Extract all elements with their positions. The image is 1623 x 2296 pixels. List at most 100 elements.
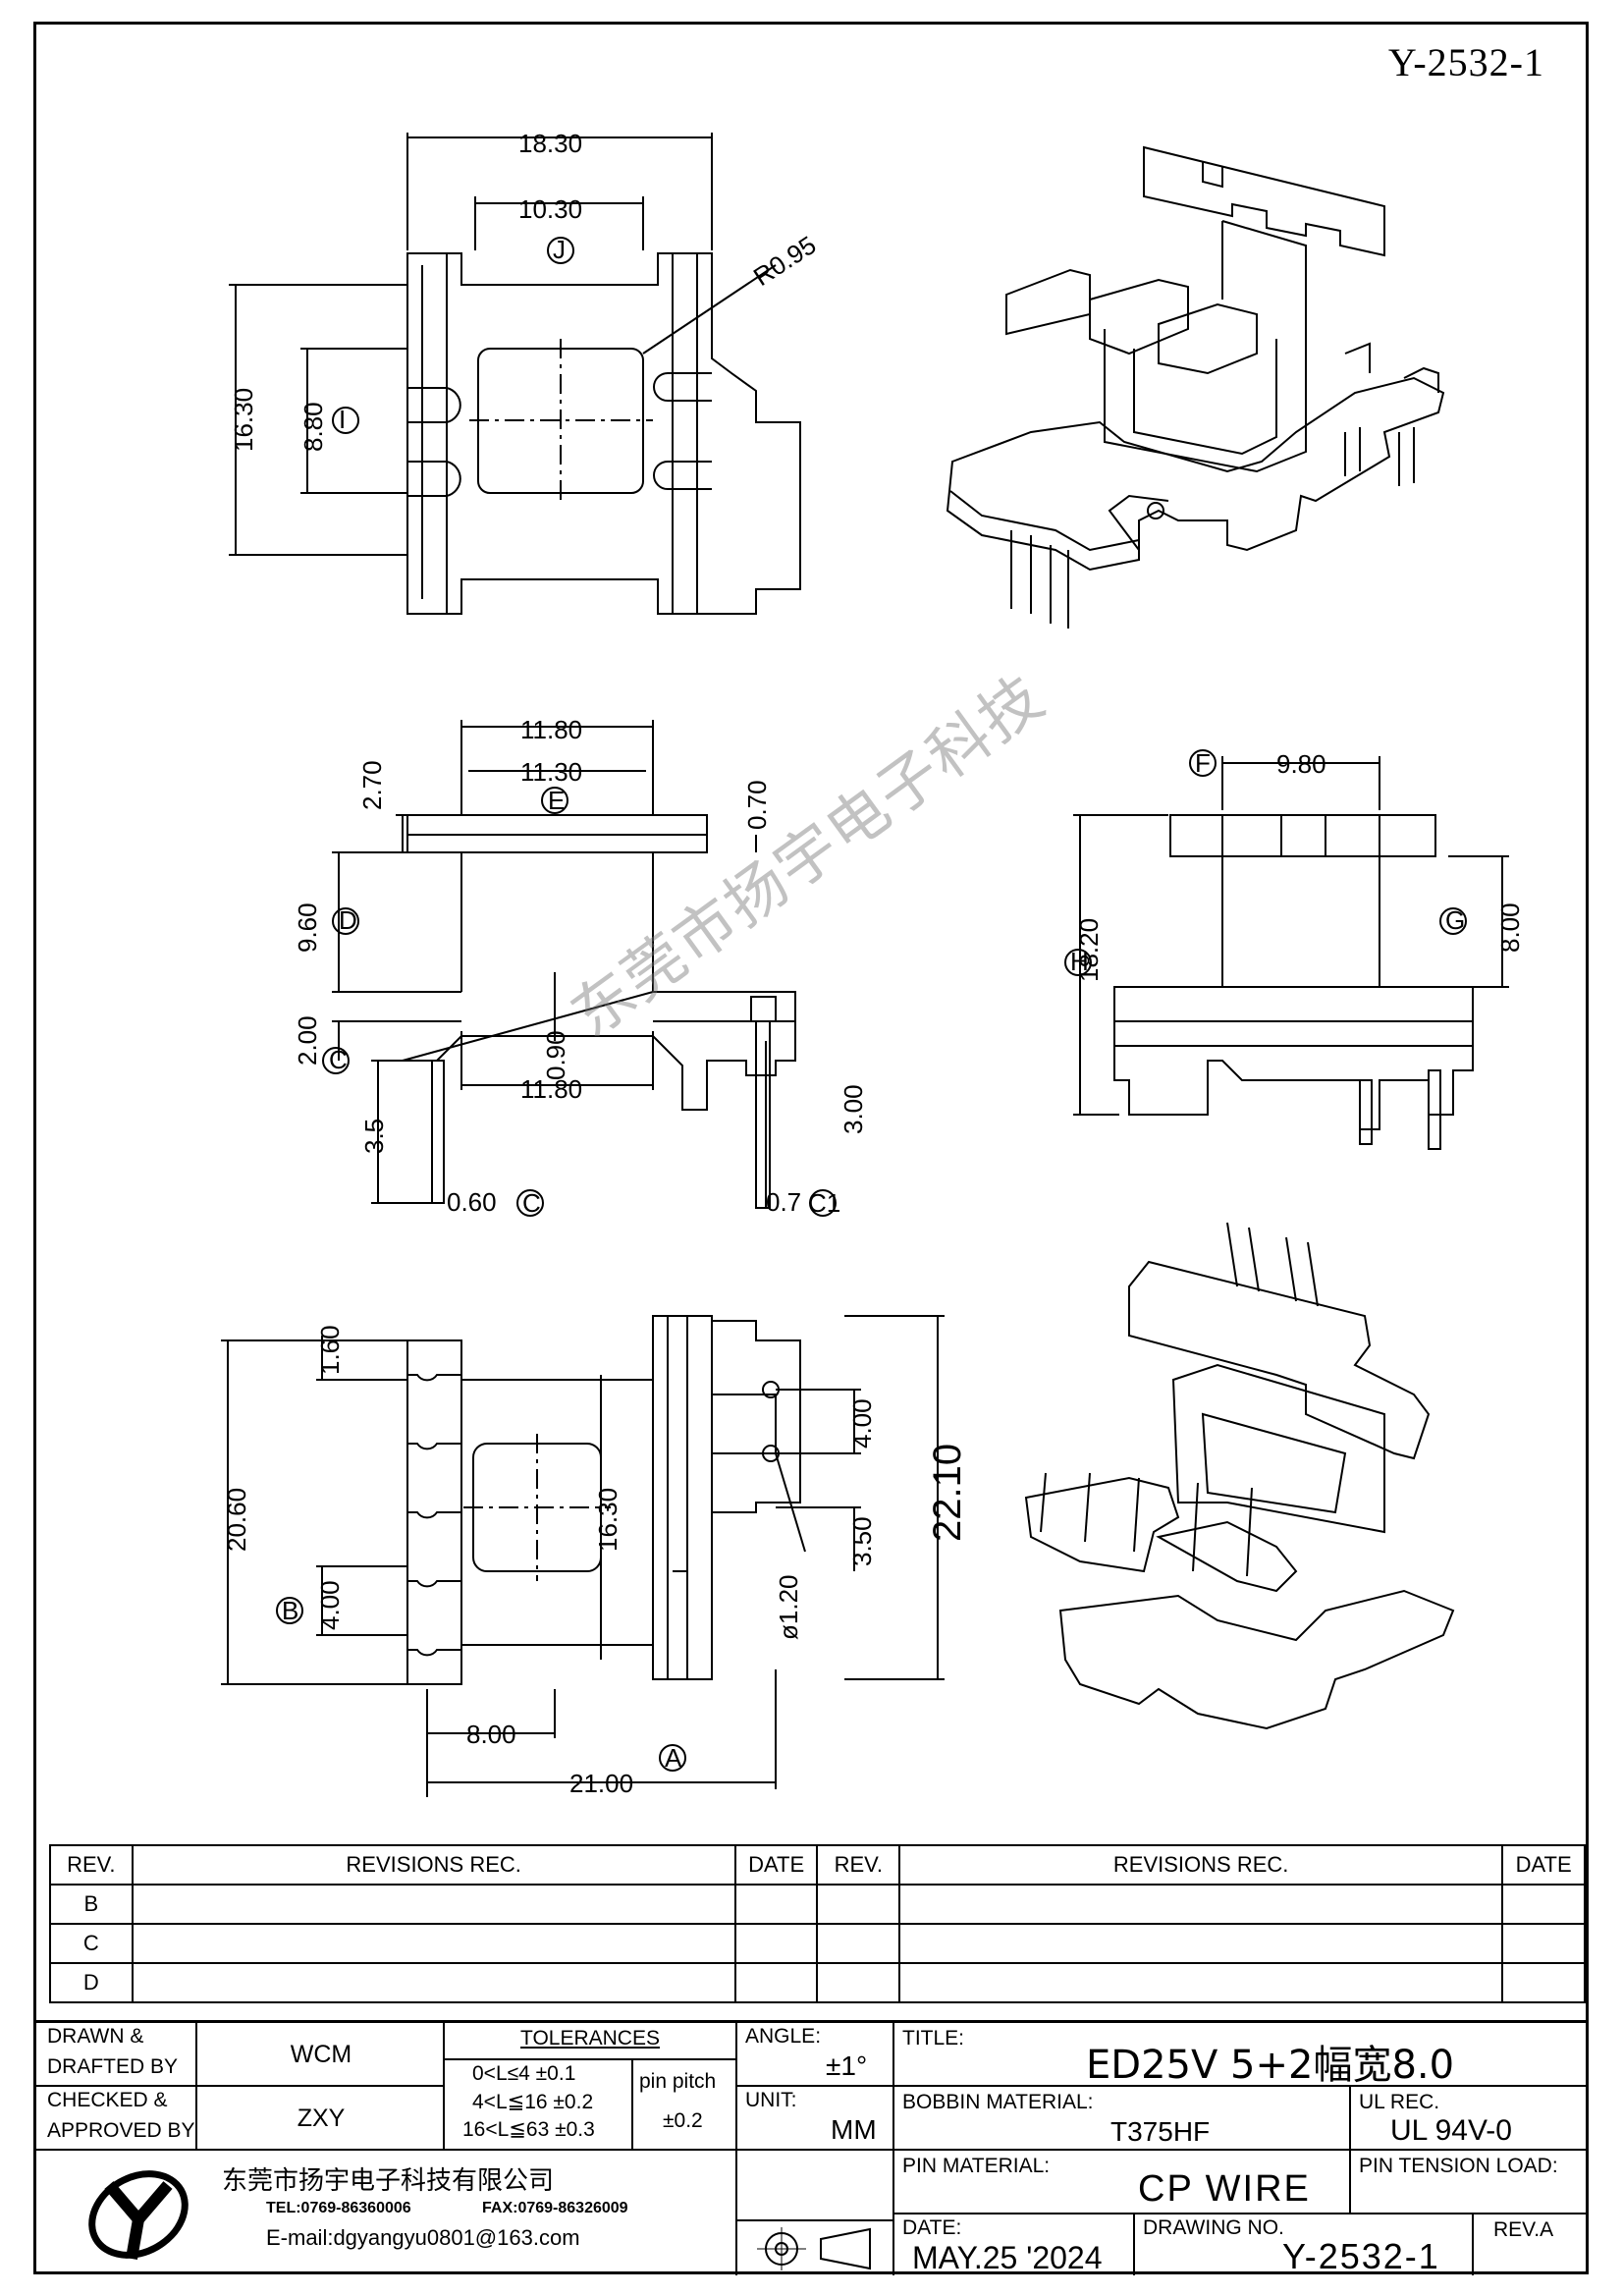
revision-row-b: B: [49, 1884, 1586, 1925]
drawing-no-value: Y-2532-1: [1282, 2236, 1440, 2276]
dim-bot-h5: 4.00: [847, 1398, 877, 1449]
dim-front-h3: 9.60: [293, 902, 322, 953]
dim-bot-dia: ø1.20: [774, 1575, 803, 1641]
rev-c-desc: [131, 1923, 736, 1964]
company-fax: FAX:0769-86326009: [482, 2200, 628, 2216]
dim-front-h1: 2.70: [357, 760, 387, 810]
company-email: E-mail:dgyangyu0801@163.com: [266, 2225, 580, 2250]
rev-cell: REV.A: [1474, 2214, 1587, 2275]
bottom-view: [221, 1315, 945, 1797]
title-value: ED25V 5+2幅宽8.0: [1086, 2043, 1455, 2088]
company-cell: 东莞市扬宇电子科技有限公司 TEL:0769-86360006 FAX:0769…: [35, 2151, 737, 2275]
rev-d-date: [733, 1962, 819, 2003]
rev-d-desc: [131, 1962, 736, 2003]
rev-d2-desc: [898, 1962, 1504, 2003]
iso-view-bottom: [1024, 1222, 1455, 1730]
angle-label: ANGLE:: [745, 2025, 822, 2048]
drawing-sheet: [33, 22, 1589, 2274]
tolerances-label: TOLERANCES: [520, 2027, 660, 2050]
pin-material-value: CP WIRE: [1138, 2168, 1311, 2210]
revision-row-c: C: [49, 1923, 1586, 1964]
drawing-number-top: Y-2532-1: [1387, 40, 1544, 84]
unit-cell: UNIT: MM: [737, 2087, 894, 2151]
tol-divider: [631, 2058, 633, 2151]
revisions-header-row: REV. REVISIONS REC. DATE REV. REVISIONS …: [49, 1844, 1586, 1886]
label-i: I: [339, 405, 346, 434]
label-j: J: [553, 235, 566, 264]
dim-bot-w2: 21.00: [569, 1769, 633, 1798]
top-view: [229, 133, 801, 615]
dim-bot-h6: 3.50: [847, 1516, 877, 1566]
dim-top-w1: 18.30: [518, 129, 582, 158]
label-c: C: [522, 1188, 541, 1218]
revisions-rec-header: REVISIONS REC.: [131, 1844, 736, 1886]
dim-front-h2: 0.70: [742, 780, 772, 830]
dim-front-w5: 0.7: [766, 1187, 801, 1217]
projection-cell: [737, 2151, 894, 2275]
dim-bot-h7: 22.10: [926, 1444, 969, 1542]
dim-bot-h1: 1.60: [315, 1325, 345, 1375]
tol-2: 4<L≦16 ±0.2: [472, 2091, 594, 2113]
rev-c-date: [733, 1923, 819, 1964]
dim-bot-w1: 8.00: [466, 1720, 516, 1749]
rev-b2: [816, 1884, 901, 1925]
revision-row-d: D: [49, 1962, 1586, 2003]
front-view: [322, 720, 837, 1217]
rev-header: REV.: [49, 1844, 134, 1886]
rev-c2-desc: [898, 1923, 1504, 1964]
projection-symbol-icon: [757, 2227, 871, 2270]
dim-bot-h2: 20.60: [222, 1488, 251, 1552]
dim-side-w: 9.80: [1276, 749, 1326, 779]
pin-pitch-label: pin pitch: [639, 2070, 717, 2093]
label-c1: C1: [808, 1188, 840, 1218]
angle-cell: ANGLE: ±1°: [737, 2023, 894, 2087]
dim-side-h2: 8.00: [1495, 902, 1525, 953]
dim-front-w1: 11.80: [520, 715, 582, 744]
pin-tension-cell: PIN TENSION LOAD:: [1351, 2151, 1587, 2214]
drawn-value: WCM: [290, 2041, 352, 2068]
rev-d2: [816, 1962, 901, 2003]
label-c-left: C: [329, 1045, 348, 1074]
title-label: TITLE:: [902, 2027, 965, 2050]
title-block: DRAWN & DRAFTED BY WCM CHECKED & APPROVE…: [35, 2020, 1587, 2276]
approved-label: APPROVED BY: [47, 2119, 195, 2142]
label-e: E: [548, 786, 565, 815]
drawn-value-cell: WCM: [197, 2023, 445, 2087]
projection-hline: [737, 2219, 894, 2221]
rev-c2: [816, 1923, 901, 1964]
dim-front-h5: 0.90: [541, 1030, 570, 1080]
technical-drawing: [221, 133, 1509, 1797]
date-header: DATE: [733, 1844, 819, 1886]
dim-front-h4: 2.00: [293, 1015, 322, 1066]
dim-front-w4: 0.60: [447, 1187, 497, 1217]
drawing-no-cell: DRAWING NO. Y-2532-1: [1135, 2214, 1474, 2276]
title-cell: TITLE: ED25V 5+2幅宽8.0: [894, 2023, 1587, 2088]
rev-header-2: REV.: [816, 1844, 901, 1886]
checked-label: CHECKED &: [47, 2089, 168, 2111]
date-value: MAY.25 '2024: [912, 2240, 1103, 2275]
label-d: D: [339, 905, 357, 935]
rev-c: C: [49, 1923, 134, 1964]
label-h: H: [1070, 947, 1089, 976]
drawn-label-cell: DRAWN & DRAFTED BY: [35, 2023, 197, 2087]
dim-top-r: R0.95: [748, 230, 822, 292]
checked-value-cell: ZXY: [197, 2087, 445, 2151]
pin-material-label: PIN MATERIAL:: [902, 2155, 1051, 2177]
dimension-labels: 18.30 10.30 J R0.95 16.30 8.80 I 11.80 1…: [222, 129, 1525, 1798]
angle-value: ±1°: [826, 2050, 868, 2081]
tol-1: 0<L≤4 ±0.1: [472, 2062, 576, 2085]
pin-pitch-value: ±0.2: [663, 2109, 703, 2132]
company-tel: TEL:0769-86360006: [266, 2200, 411, 2216]
dim-top-h1: 16.30: [229, 388, 258, 452]
bobbin-label: BOBBIN MATERIAL:: [902, 2091, 1094, 2113]
side-view: [1064, 749, 1509, 1150]
checked-value: ZXY: [297, 2105, 346, 2132]
rev-b: B: [49, 1884, 134, 1925]
pin-tension-label: PIN TENSION LOAD:: [1359, 2155, 1558, 2177]
dim-top-h2: 8.80: [298, 402, 328, 452]
rev-b-desc: [131, 1884, 736, 1925]
drawn-label: DRAWN &: [47, 2025, 144, 2048]
label-g: G: [1445, 905, 1465, 935]
ul-value: UL 94V-0: [1390, 2114, 1512, 2147]
revisions-table: REV. REVISIONS REC. DATE REV. REVISIONS …: [49, 1844, 1586, 2003]
